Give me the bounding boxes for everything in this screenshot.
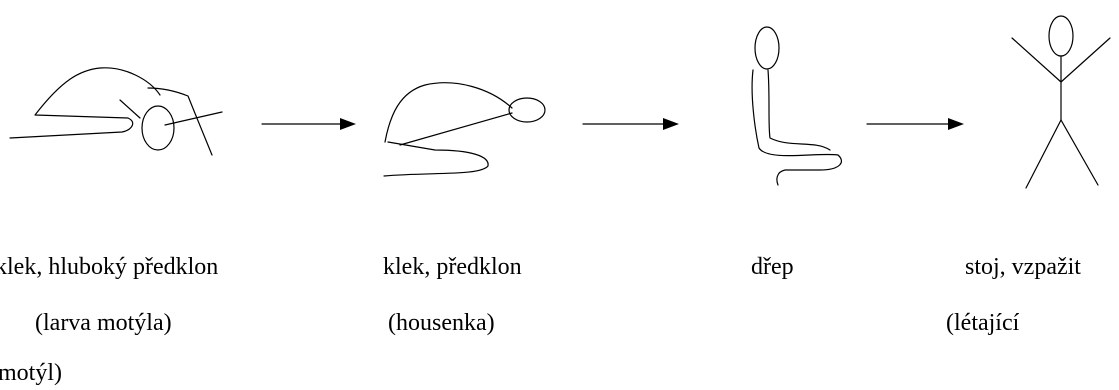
arrow-1 <box>261 118 356 130</box>
pose2-subtitle: (housenka) <box>388 310 495 336</box>
pose3-label: dřep <box>751 254 794 280</box>
pose4-label: stoj, vzpažit <box>965 254 1081 280</box>
pose2-label: klek, předklon <box>383 254 522 280</box>
pose1-subtitle: (larva motýla) <box>35 310 172 336</box>
pose-kneel-deep-bend-figure <box>9 67 223 156</box>
pose1-label: klek, hluboký předklon <box>0 254 219 280</box>
arrow-2 <box>582 118 679 130</box>
pose4-subtitle-continued: motýl) <box>0 360 62 386</box>
pose-stand-arms-up-figure <box>1011 15 1111 189</box>
arrow-3 <box>866 118 964 130</box>
pose-kneel-bend-figure <box>383 82 546 177</box>
pose-sequence-diagram <box>9 15 1111 189</box>
pose-squat-figure <box>751 26 842 186</box>
pose4-subtitle: (létající <box>946 310 1020 336</box>
